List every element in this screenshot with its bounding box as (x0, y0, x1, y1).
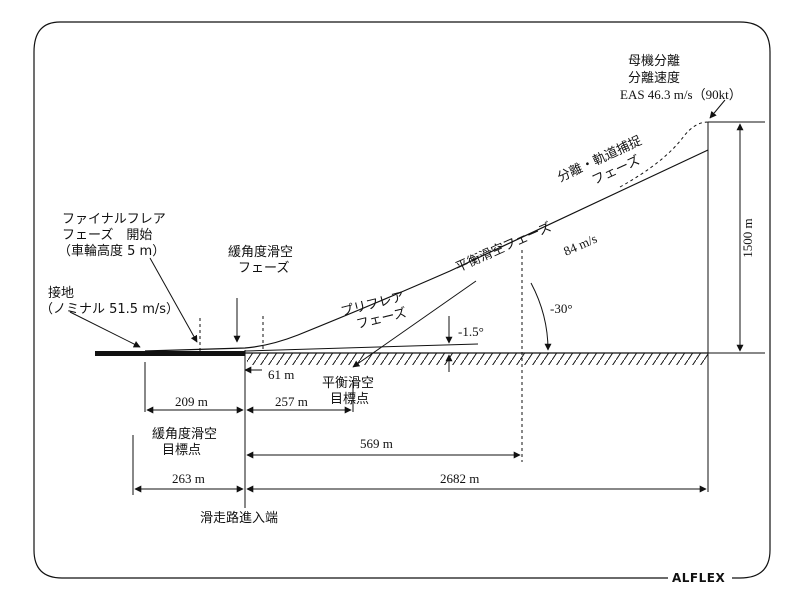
final-flare-label-2: フェーズ 開始 (62, 227, 152, 243)
dim-263-label: 263 m (172, 471, 205, 486)
dim-569-label: 569 m (360, 436, 393, 451)
dim-209-label: 209 m (175, 394, 208, 409)
frame-border (33, 21, 771, 579)
speed-label: 84 m/s (561, 231, 599, 259)
touchdown-leader (69, 311, 141, 348)
separation-label-2: 分離速度 (628, 70, 680, 86)
separation-label-1: 母機分離 (628, 54, 680, 69)
capture-dashed-path (619, 121, 709, 188)
ground-hatch (247, 353, 708, 365)
angle-shallow-label: -1.5° (458, 324, 484, 339)
equilibrium-aim-label-2: 目標点 (330, 392, 369, 407)
shallow-aim-label-1: 緩角度滑空 (152, 426, 217, 442)
height-label: 1500 m (740, 218, 755, 257)
shallow-reference-line (244, 343, 479, 352)
runway-threshold-label: 滑走路進入端 (200, 510, 278, 526)
final-flare-label-1: ファイナルフレア (62, 212, 166, 227)
dim-2682-label: 2682 m (440, 471, 479, 486)
equilibrium-phase-label: 平衡滑空フェーズ (453, 219, 554, 276)
angle-steep-arc (530, 282, 552, 351)
brand-label: ALFLEX (672, 571, 725, 585)
shallow-phase-label-1: 緩角度滑空 (228, 244, 293, 260)
runway-strip (95, 351, 245, 356)
touchdown-label-1: 接地 (48, 285, 74, 301)
glide-trajectory (144, 149, 709, 352)
final-flare-leader (149, 257, 198, 343)
angle-steep-label: -30° (550, 301, 573, 316)
steep-reference-line (352, 280, 477, 368)
capture-phase-label: 分離・軌道捕捉 フェーズ (555, 133, 644, 189)
equilibrium-aim-label-1: 平衡滑空 (322, 376, 374, 391)
dim-61-label: 61 m (268, 367, 294, 382)
separation-label-3: EAS 46.3 m/s（90kt） (620, 87, 742, 102)
preflare-phase-label: プリフレア フェーズ (339, 290, 408, 333)
touchdown-label-2: （ノミナル 51.5 m/s） (40, 302, 179, 317)
shallow-aim-label-2: 目標点 (162, 443, 201, 458)
dim-257-label: 257 m (275, 394, 308, 409)
shallow-phase-label-2: フェーズ (238, 260, 289, 276)
separation-leader (709, 99, 726, 119)
final-flare-label-3: （車輪高度 5 m） (58, 243, 165, 259)
